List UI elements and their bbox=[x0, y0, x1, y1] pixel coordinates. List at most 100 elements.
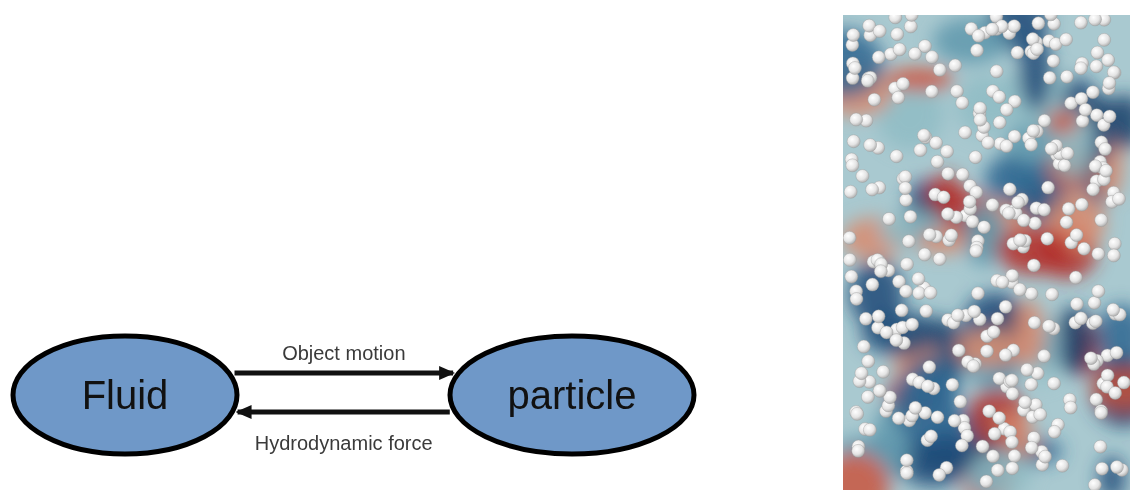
particle-sphere bbox=[948, 414, 961, 427]
arrow-connector bbox=[235, 371, 454, 376]
particle-sphere bbox=[1044, 15, 1057, 21]
particle-sphere bbox=[1096, 462, 1109, 475]
particle-sphere bbox=[924, 286, 937, 299]
particle-sphere bbox=[861, 390, 874, 403]
particle-sphere bbox=[872, 51, 885, 64]
particle-sphere bbox=[1095, 214, 1108, 227]
node-label: Fluid bbox=[82, 373, 169, 418]
particle-sphere bbox=[877, 365, 890, 378]
particle-sphere bbox=[1025, 441, 1038, 454]
particle-sphere bbox=[1038, 114, 1051, 127]
particle-sphere bbox=[974, 102, 987, 115]
particle-sphere bbox=[1092, 285, 1105, 298]
particle-sphere bbox=[931, 411, 944, 424]
particle-sphere bbox=[899, 285, 912, 298]
flow-blobs bbox=[843, 15, 1130, 490]
particle-sphere bbox=[931, 155, 944, 168]
particle-sphere bbox=[971, 287, 984, 300]
flow-blob bbox=[843, 452, 890, 490]
particle-sphere bbox=[950, 85, 963, 98]
particle-sphere bbox=[892, 412, 905, 425]
particle-sphere bbox=[909, 401, 922, 414]
particle-sphere bbox=[982, 136, 995, 149]
particle-sphere bbox=[859, 312, 872, 325]
particle-sphere bbox=[991, 312, 1004, 325]
flow-blob bbox=[933, 18, 1009, 64]
particle-sphere bbox=[847, 29, 860, 42]
particle-sphere bbox=[1019, 396, 1032, 409]
particle-sphere bbox=[999, 300, 1012, 313]
particle-sphere bbox=[1109, 386, 1122, 399]
particle-sphere bbox=[954, 395, 967, 408]
particle-sphere bbox=[933, 468, 946, 481]
particle-sphere bbox=[873, 384, 886, 397]
particle-sphere bbox=[1012, 196, 1025, 209]
particle-sphere bbox=[1006, 387, 1019, 400]
edge-label: Object motion bbox=[282, 342, 405, 365]
particle-sphere bbox=[1090, 393, 1103, 406]
particle-sphere bbox=[847, 135, 860, 148]
particle-sphere bbox=[1042, 181, 1055, 194]
particle-sphere bbox=[914, 144, 927, 157]
particle-sphere bbox=[933, 252, 946, 265]
particle-sphere bbox=[1005, 374, 1018, 387]
ellipse-shape bbox=[13, 336, 237, 454]
particle-sphere bbox=[1000, 140, 1013, 153]
particle-sphere bbox=[1110, 461, 1123, 474]
particle-sphere bbox=[974, 113, 987, 126]
particle-sphere bbox=[1027, 124, 1040, 137]
particle-sphere bbox=[868, 93, 881, 106]
particle-sphere bbox=[1025, 287, 1038, 300]
particle-sphere bbox=[843, 253, 856, 266]
flow-blob bbox=[967, 450, 1030, 490]
particle-sphere bbox=[921, 380, 934, 393]
particle-sphere bbox=[852, 444, 865, 457]
particle-sphere bbox=[980, 475, 993, 488]
particle-sphere bbox=[912, 272, 925, 285]
particle-sphere bbox=[902, 235, 915, 248]
particle-sphere bbox=[959, 126, 972, 139]
node-label: particle bbox=[508, 373, 637, 418]
particle-sphere bbox=[1091, 46, 1104, 59]
particle-sphere bbox=[1102, 54, 1115, 67]
particle-sphere bbox=[1017, 214, 1030, 227]
particle-sphere bbox=[1006, 462, 1019, 475]
particle-sphere bbox=[1074, 312, 1087, 325]
particle-sphere bbox=[900, 258, 913, 271]
particle-sphere bbox=[968, 305, 981, 318]
particle-sphere bbox=[873, 25, 886, 38]
particle-sphere bbox=[1087, 183, 1100, 196]
particle-sphere bbox=[1008, 450, 1021, 463]
particle-sphere bbox=[1060, 70, 1073, 83]
particle-sphere bbox=[955, 439, 968, 452]
particle-sphere bbox=[861, 74, 874, 87]
particle-sphere bbox=[873, 384, 886, 397]
particle-sphere bbox=[892, 91, 905, 104]
particle-sphere bbox=[855, 367, 868, 380]
particle-sphere bbox=[889, 15, 902, 24]
flow-field bbox=[843, 15, 1130, 490]
particle-sphere bbox=[987, 450, 1000, 463]
particle-sphere bbox=[952, 344, 965, 357]
particle-sphere bbox=[987, 326, 1000, 339]
flow-blob bbox=[926, 174, 964, 214]
particle-sphere bbox=[1088, 479, 1101, 490]
particle-sphere bbox=[945, 229, 958, 242]
particle-sphere bbox=[904, 20, 917, 33]
particle-sphere bbox=[956, 96, 969, 109]
particle-sphere bbox=[1032, 17, 1045, 30]
particle-sphere bbox=[1003, 183, 1016, 196]
particle-sphere bbox=[1025, 378, 1038, 391]
particle-sphere bbox=[941, 208, 954, 221]
particle-sphere bbox=[1027, 259, 1040, 272]
particle-sphere bbox=[1031, 43, 1044, 56]
particle-sphere bbox=[1025, 138, 1038, 151]
particle-sphere bbox=[908, 47, 921, 60]
particle-sphere bbox=[895, 304, 908, 317]
particle-sphere bbox=[862, 355, 875, 368]
particle-sphere bbox=[923, 361, 936, 374]
particle-sphere bbox=[963, 195, 976, 208]
particle-sphere bbox=[866, 183, 879, 196]
particle-sphere bbox=[1098, 33, 1111, 46]
particle-sphere bbox=[940, 145, 953, 158]
